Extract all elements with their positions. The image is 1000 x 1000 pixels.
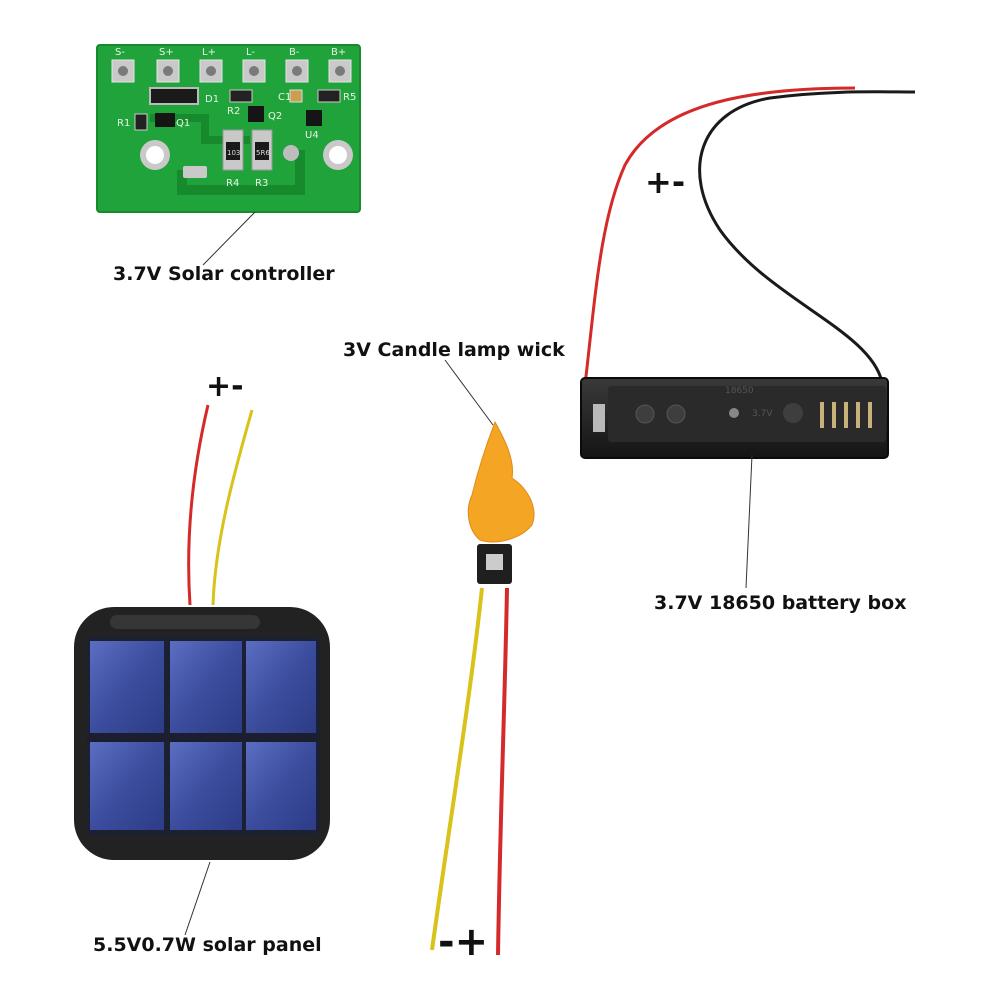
pad-label-b-minus: B-: [289, 47, 300, 58]
panel-caption: 5.5V0.7W solar panel: [93, 934, 322, 956]
transistor-q1: [155, 113, 175, 127]
battery-mark-3-7v: 3.7V: [752, 409, 773, 419]
solar-panel: [74, 607, 330, 860]
pcb-pad: [242, 59, 266, 83]
panel-polarity-marker: +-: [206, 369, 244, 404]
ref-u4: U4: [305, 130, 319, 141]
solar-cell: [90, 641, 164, 733]
solder-pad: [183, 166, 207, 178]
battery-box-cavity: [608, 386, 886, 442]
battery-box-wires: [583, 86, 916, 386]
resistor-r2: [229, 89, 253, 103]
diode-d1: [149, 87, 199, 105]
solder-via: [283, 145, 299, 161]
minus-emboss: [666, 404, 686, 424]
chip-mark-103: 103: [227, 149, 240, 157]
battery-caption: 3.7V 18650 battery box: [654, 592, 907, 614]
pcb-pad: [156, 59, 180, 83]
battery-leader-line: [745, 454, 753, 589]
resistor-r5: [317, 89, 341, 103]
battery-box: 18650 3.7V: [580, 377, 889, 459]
pcb-pad: [328, 59, 352, 83]
flame-icon: [467, 420, 535, 543]
battery-mark-18650: 18650: [725, 386, 754, 396]
solar-cell: [170, 641, 242, 733]
controller-caption: 3.7V Solar controller: [113, 263, 335, 285]
pcb-pad: [111, 59, 135, 83]
battery-positive-contact: [593, 404, 605, 432]
pcb-pad: [285, 59, 309, 83]
ref-r4: R4: [226, 178, 239, 189]
ref-r1: R1: [117, 118, 130, 129]
ref-q1: Q1: [176, 118, 190, 129]
controller-leader-line: [202, 211, 256, 266]
pad-label-b-plus: B+: [331, 47, 346, 58]
pad-label-l-minus: L-: [246, 47, 255, 58]
battery-black-wire: [698, 90, 916, 383]
solar-busbar: [87, 733, 320, 742]
mounting-hole: [323, 140, 353, 170]
pad-label-s-minus: S-: [115, 47, 125, 58]
wick-polarity-marker: -+: [438, 919, 489, 965]
center-post: [729, 408, 739, 418]
ic-u4: [306, 110, 322, 126]
ref-c1: C1: [278, 92, 291, 103]
wick-chip-component: [486, 554, 503, 570]
wick-leader-line: [444, 359, 494, 426]
ref-r2: R2: [227, 106, 240, 117]
candle-wick: [430, 420, 535, 956]
solar-cell: [90, 742, 164, 830]
battery-red-wire: [583, 86, 856, 386]
solar-cell: [246, 742, 316, 830]
ref-d1: D1: [205, 94, 219, 105]
solar-panel-wires: [187, 404, 254, 606]
resistor-r1: [134, 113, 148, 131]
pcb-substrate: [96, 44, 361, 213]
resistor-r4: [222, 129, 244, 171]
solar-cell: [246, 641, 316, 733]
round-emboss: [783, 403, 803, 423]
ref-q2: Q2: [268, 111, 282, 122]
pad-label-l-plus: L+: [202, 47, 216, 58]
pad-label-s-plus: S+: [159, 47, 174, 58]
wick-yellow-wire: [430, 587, 484, 951]
plus-emboss: [635, 404, 655, 424]
solar-controller-board: S- S+ L+ L- B- B+ 103 5R6 R1 Q1 D1 R2 Q2…: [96, 44, 361, 213]
capacitor-c1: [289, 89, 303, 103]
panel-red-wire: [187, 404, 210, 606]
battery-polarity-marker: +-: [645, 163, 686, 201]
wick-red-wire: [496, 587, 509, 956]
resistor-r3: [251, 129, 273, 171]
ref-r5: R5: [343, 92, 356, 103]
pcb-trace: [177, 150, 305, 195]
mounting-hole: [140, 140, 170, 170]
chip-mark-5r6: 5R6: [256, 149, 270, 157]
panel-leader-line: [184, 861, 211, 936]
panel-yellow-wire: [211, 409, 254, 606]
panel-glare: [110, 615, 260, 629]
transistor-q2: [248, 106, 264, 122]
solar-cell: [170, 742, 242, 830]
ref-r3: R3: [255, 178, 268, 189]
wick-caption: 3V Candle lamp wick: [343, 339, 565, 361]
pcb-pad: [199, 59, 223, 83]
battery-spring-contact: [820, 402, 872, 428]
